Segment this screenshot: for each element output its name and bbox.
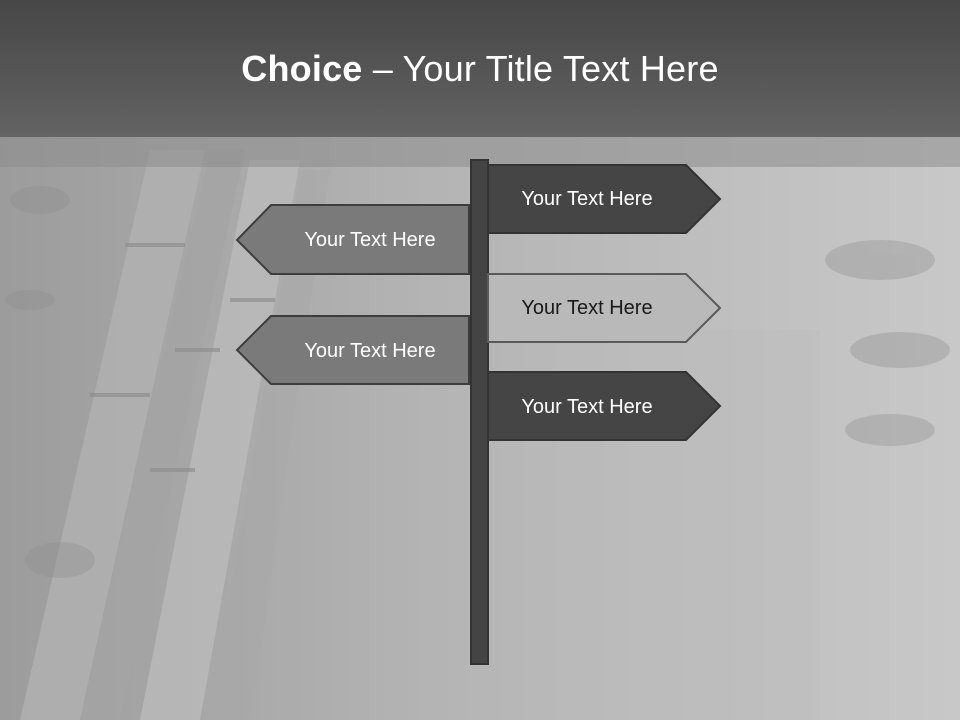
title-bold: Choice [241,47,363,89]
sign-right-3-label: Your Text Here [521,396,653,418]
sign-right-2-shape [487,273,722,343]
sign-left-1-label: Your Text Here [304,229,436,251]
title-bar: Choice – Your Title Text Here [0,0,960,137]
signpost-pole [470,159,489,665]
slide-title: Choice – Your Title Text Here [241,48,718,90]
sign-right-1-label: Your Text Here [521,188,653,210]
sign-right-3-shape [487,371,722,441]
sign-right-2-label: Your Text Here [521,297,653,319]
sign-left-2-shape [235,315,470,385]
sign-left-1-shape [235,204,470,275]
title-rest: – Your Title Text Here [362,47,719,89]
sign-left-2-label: Your Text Here [304,340,436,362]
sign-right-1-shape [487,164,722,234]
